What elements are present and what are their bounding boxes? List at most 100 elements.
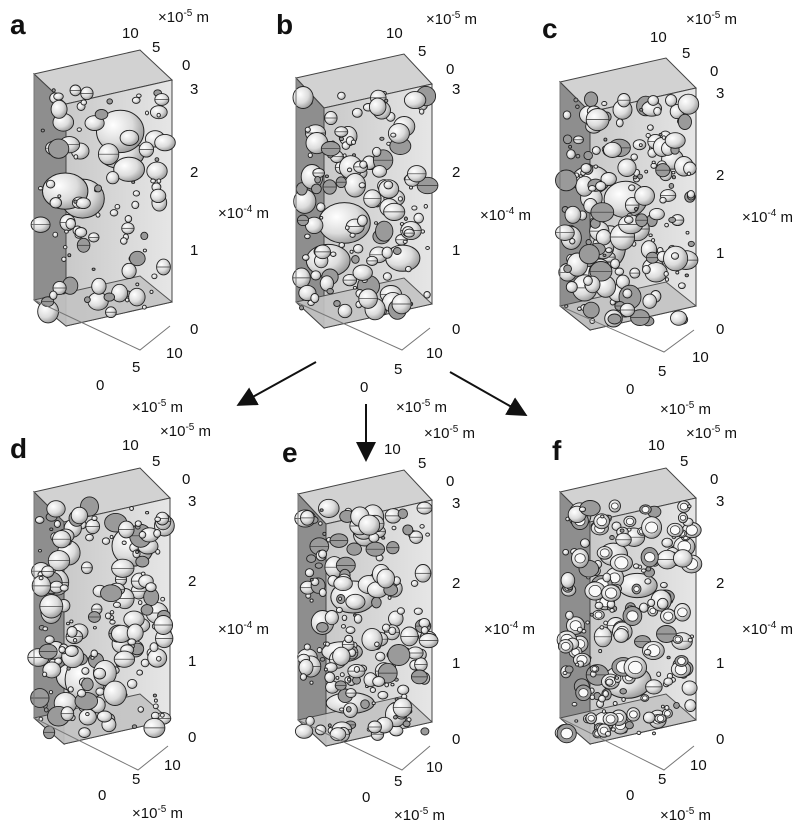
particle: [134, 520, 142, 527]
particle: [671, 175, 676, 180]
particle: [687, 637, 693, 643]
particle: [153, 698, 158, 703]
particle: [353, 244, 364, 254]
height-unit-label: ×10-4 m: [218, 620, 269, 638]
particle: [589, 612, 594, 617]
particle: [647, 598, 656, 607]
height-tick-2: 2: [452, 164, 460, 181]
particle: [372, 676, 386, 687]
depth-tick-5: 5: [680, 453, 688, 470]
particle: [420, 626, 429, 635]
cuboid: [294, 469, 439, 771]
particle: [624, 721, 634, 730]
particle: [345, 706, 352, 713]
particle: [578, 244, 600, 265]
particle: [632, 175, 638, 180]
particle: [605, 247, 613, 254]
height-tick-3: 3: [716, 493, 724, 510]
particle: [37, 186, 44, 191]
particle: [53, 520, 61, 528]
particle: [324, 174, 329, 179]
depth-tick-0: 0: [710, 63, 718, 80]
particle: [121, 262, 137, 279]
particle: [619, 528, 625, 533]
particle: [410, 579, 419, 587]
particle: [340, 624, 347, 629]
particle: [656, 597, 669, 610]
cuboid: [292, 53, 439, 351]
particle: [346, 542, 362, 556]
panel-label: a: [10, 9, 26, 40]
height-tick-1: 1: [716, 245, 724, 262]
box-front-edges: [559, 492, 695, 771]
particle: [333, 300, 341, 307]
particle: [585, 620, 590, 625]
particle: [369, 687, 377, 693]
particle: [77, 689, 87, 698]
particle: [359, 160, 368, 169]
particle: [62, 245, 68, 250]
particle: [109, 209, 119, 217]
particle: [602, 690, 609, 698]
particle: [156, 655, 162, 662]
height-unit-label: ×10-4 m: [742, 208, 793, 226]
particle: [564, 665, 574, 674]
particle: [326, 288, 334, 295]
height-unit-label: ×10-4 m: [742, 620, 793, 638]
cuboid: [555, 57, 700, 353]
height-unit-label: ×10-4 m: [484, 620, 535, 638]
particle: [299, 673, 307, 681]
particle: [136, 669, 144, 676]
particle: [686, 171, 692, 177]
particle: [648, 233, 653, 237]
particle: [403, 216, 408, 221]
particle: [390, 132, 397, 138]
particle: [648, 207, 665, 221]
particle: [345, 626, 356, 634]
particle: [390, 682, 395, 687]
particle: [94, 108, 109, 120]
particle: [154, 516, 162, 523]
particle: [664, 277, 670, 282]
particle: [632, 563, 640, 569]
particle-ring: [633, 586, 640, 592]
particle: [387, 595, 392, 600]
particle: [603, 141, 622, 158]
particle: [303, 643, 311, 651]
particle: [409, 185, 413, 190]
height-unit-label: ×10-4 m: [218, 204, 269, 222]
width-tick-0: 0: [98, 787, 106, 804]
width-tick-5: 5: [394, 361, 402, 378]
particle: [687, 504, 692, 509]
width-tick-0: 0: [362, 789, 370, 806]
height-tick-3: 3: [716, 85, 724, 102]
particle: [135, 282, 140, 287]
particle: [425, 532, 430, 537]
particle: [569, 238, 576, 245]
particle: [316, 202, 326, 212]
particle: [346, 167, 353, 173]
particle: [42, 671, 48, 678]
particle: [309, 598, 314, 603]
particle-ring: [663, 710, 671, 717]
particle: [50, 99, 68, 119]
particle: [74, 227, 88, 238]
particle: [40, 128, 45, 133]
particle: [304, 233, 311, 240]
particle: [585, 239, 592, 246]
particle: [322, 531, 327, 536]
particle: [337, 303, 353, 319]
particle: [578, 174, 583, 178]
particle: [138, 530, 147, 539]
particle: [661, 537, 673, 548]
particle: [666, 655, 671, 660]
particle: [48, 690, 54, 695]
particle: [562, 134, 573, 145]
particle: [665, 94, 678, 107]
particle: [614, 267, 625, 276]
particle: [119, 129, 140, 146]
height-tick-0: 0: [452, 321, 460, 338]
particle: [72, 638, 78, 643]
particle: [402, 239, 408, 244]
particle: [656, 671, 662, 677]
